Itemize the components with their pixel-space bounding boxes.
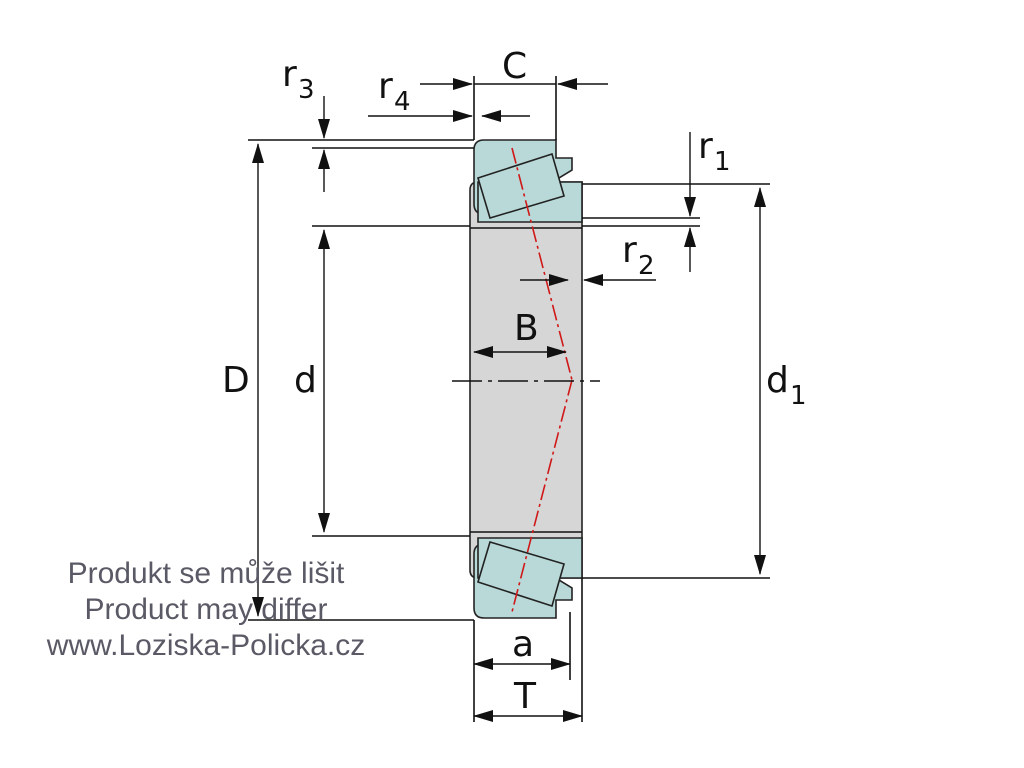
dimension-labels: C r 3 r 4 r 1 r 2 B D d d 1 a T (222, 46, 807, 717)
watermark-website: www.Loziska-Policka.cz (46, 629, 366, 662)
label-d1: d (766, 360, 789, 401)
label-r4-sub: 4 (394, 87, 411, 117)
watermark-line-czech: Produkt se může lišit (67, 557, 345, 590)
label-d: d (294, 360, 317, 401)
label-B: B (514, 308, 539, 349)
label-r2: r (622, 230, 637, 271)
watermark-line-english: Product may differ (84, 593, 328, 626)
roller-top (477, 152, 565, 219)
label-r2-sub: 2 (638, 251, 655, 281)
roller-bottom (477, 541, 565, 608)
label-r4: r (378, 66, 393, 107)
bearing-section (469, 139, 583, 619)
label-r1-sub: 1 (714, 147, 731, 177)
label-r1: r (698, 126, 713, 167)
label-C: C (502, 46, 527, 87)
watermark: Produkt se může lišit Product may differ… (0, 556, 412, 664)
contact-axis-line (511, 147, 573, 381)
label-D: D (222, 360, 250, 401)
label-r3-sub: 3 (298, 75, 315, 105)
extension-lines (248, 76, 770, 722)
label-r3: r (282, 54, 297, 95)
dimension-arrows (252, 78, 766, 722)
label-T: T (513, 676, 537, 717)
label-d1-sub: 1 (790, 381, 807, 411)
label-a: a (512, 624, 534, 665)
inner-ring (469, 181, 583, 579)
